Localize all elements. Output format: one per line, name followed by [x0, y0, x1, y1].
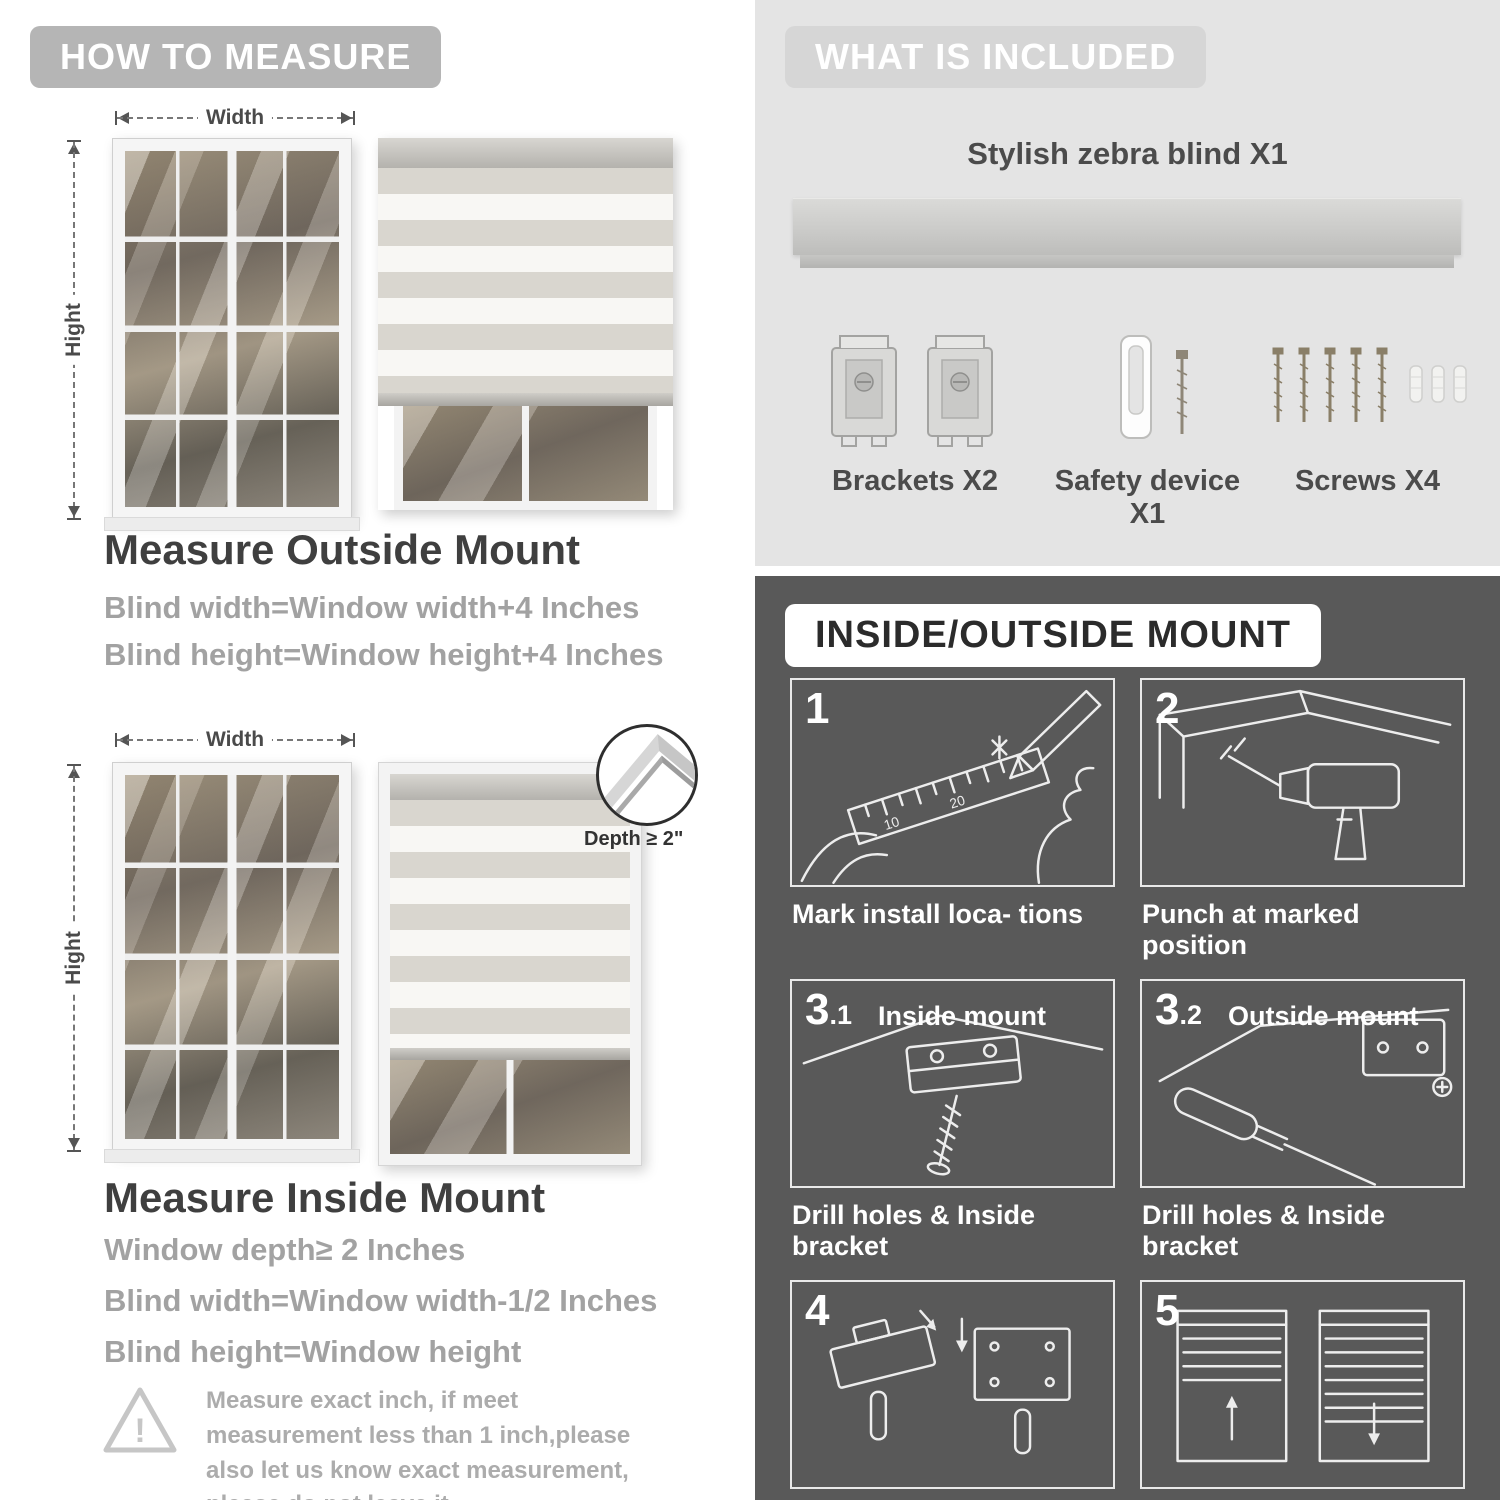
step-3-1-label: Inside mount	[878, 1001, 1046, 1031]
mount-section-header: INSIDE/OUTSIDE MOUNT	[785, 604, 1322, 667]
window-illustration	[104, 138, 360, 531]
included-item-safety-device: Safety device X1	[1035, 330, 1260, 531]
step-3-2-label: Outside mount	[1228, 1001, 1419, 1031]
step-5-number: 5	[1155, 1286, 1180, 1335]
width-label: Width	[197, 728, 273, 752]
outside-mount-title: Measure Outside Mount	[104, 526, 581, 573]
mount-step-5: 5	[1140, 1280, 1465, 1500]
inside-rule-3: Blind height=Window height	[104, 1334, 522, 1369]
width-measure-arrow: Width	[115, 728, 355, 752]
height-measure-arrow: Hight	[60, 140, 88, 520]
inside-mount-title: Measure Inside Mount	[104, 1174, 546, 1221]
outside-rule-2: Blind height=Window height+4 Inches	[104, 637, 664, 672]
window-below-blind	[394, 406, 657, 510]
window-glass	[125, 151, 339, 507]
blind-product-label: Stylish zebra blind X1	[967, 136, 1288, 171]
mount-step-1: 1	[790, 678, 1115, 961]
step-1-number: 1	[805, 684, 830, 733]
step-2-panel: 2	[1140, 678, 1465, 887]
width-label: Width	[197, 106, 273, 130]
height-label: Hight	[60, 923, 88, 993]
step-3-1-number: 3.1	[805, 985, 853, 1034]
svg-text:!: !	[134, 1412, 145, 1450]
what-is-included-header: WHAT IS INCLUDED	[785, 26, 1207, 88]
step-3-2-illustration	[1158, 1008, 1453, 1186]
inside-mount-diagram: Width Hight Depth ≥ 2"	[60, 708, 750, 1168]
step-5-illustration	[1176, 1309, 1430, 1463]
safety-device-icon	[1119, 335, 1188, 439]
mount-steps-grid: 1	[790, 678, 1465, 1500]
mount-step-2: 2	[1140, 678, 1465, 961]
how-to-measure-header: HOW TO MEASURE	[30, 26, 442, 88]
screws-icon	[1272, 347, 1467, 422]
window-illustration	[104, 762, 360, 1163]
included-item-brackets: Brackets X2	[795, 330, 1035, 498]
outside-rule-1: Blind width=Window width+4 Inches	[104, 590, 640, 625]
what-is-included-section: WHAT IS INCLUDED Stylish zebra blind X1	[755, 0, 1500, 566]
inside-rule-2: Blind width=Window width-1/2 Inches	[104, 1283, 658, 1318]
step-3-1-illustration	[802, 1014, 1104, 1176]
blind-cassette	[390, 774, 630, 800]
svg-text:20: 20	[947, 792, 967, 812]
step-3-2-number: 3.2	[1155, 985, 1203, 1034]
inside-rule-1: Window depth≥ 2 Inches	[104, 1232, 466, 1267]
blind-bottom-rail	[390, 1048, 630, 1060]
height-measure-arrow: Hight	[60, 764, 88, 1152]
step-4-illustration	[829, 1309, 1071, 1455]
outside-mount-diagram: Width Hight	[60, 102, 710, 531]
zebra-stripes	[390, 800, 630, 1048]
inside-mount-blind-illustration	[378, 762, 642, 1166]
step-1-illustration: 10 20	[800, 689, 1102, 884]
step-1-panel: 1	[790, 678, 1115, 887]
blind-bottom-rail	[378, 393, 673, 406]
mount-step-4: 4	[790, 1280, 1115, 1500]
mount-step-3-1: 3.1 Inside mount	[790, 979, 1115, 1262]
svg-text:10: 10	[882, 813, 902, 833]
step-5-panel: 5	[1140, 1280, 1465, 1489]
step-3-1-panel: 3.1 Inside mount	[790, 979, 1115, 1188]
warning-triangle-icon: !	[103, 1387, 177, 1453]
step-4-panel: 4	[790, 1280, 1115, 1489]
step-2-caption: Punch at marked position	[1142, 899, 1360, 960]
step-2-illustration	[1158, 689, 1452, 861]
step-2-number: 2	[1155, 684, 1180, 733]
zebra-blind-headrail-illustration	[793, 198, 1461, 268]
screws-label: Screws X4	[1294, 465, 1441, 497]
brackets-label: Brackets X2	[831, 465, 999, 497]
height-label: Hight	[60, 295, 88, 365]
mount-steps-section: INSIDE/OUTSIDE MOUNT 1	[755, 576, 1500, 1500]
depth-label: Depth ≥ 2"	[584, 828, 684, 850]
mount-step-3-2: 3.2 Outside mount	[1140, 979, 1465, 1262]
step-3-1-caption: Drill holes & Inside bracket	[792, 1200, 1036, 1261]
depth-detail-callout	[596, 724, 698, 826]
zebra-stripes	[378, 168, 673, 393]
step-3-2-panel: 3.2 Outside mount	[1140, 979, 1465, 1188]
safety-device-label: Safety device X1	[1054, 465, 1241, 530]
included-item-screws: Screws X4	[1260, 330, 1475, 498]
brackets-icon	[831, 335, 993, 447]
blind-cassette	[378, 138, 673, 168]
step-4-number: 4	[805, 1286, 830, 1335]
window-glass	[125, 775, 339, 1139]
measure-warning: ! Measure exact inch, if meet measuremen…	[100, 1384, 700, 1500]
step-1-caption: Mark install loca- tions	[792, 899, 1084, 929]
width-measure-arrow: Width	[115, 106, 355, 130]
outside-mount-blind-illustration	[378, 138, 673, 510]
step-3-2-caption: Drill holes & Inside bracket	[1142, 1200, 1386, 1261]
window-below-blind	[390, 1060, 630, 1154]
warning-text: Measure exact inch, if meet measurement …	[206, 1387, 631, 1500]
